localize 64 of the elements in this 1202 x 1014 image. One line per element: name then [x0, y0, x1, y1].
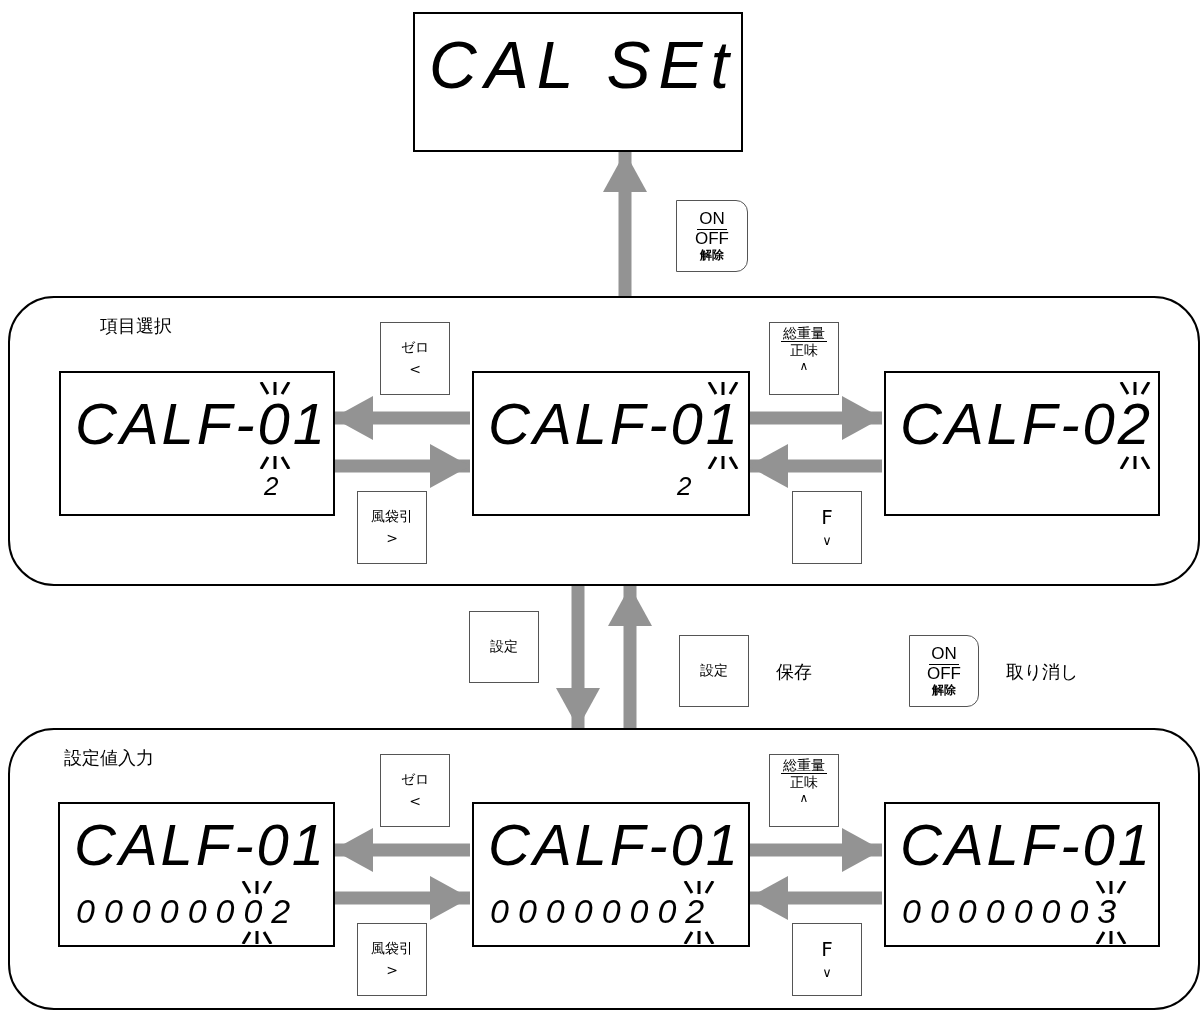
keypad-key — [380, 754, 450, 827]
beside-text: 取り消し — [1006, 660, 1078, 684]
display-subtext: 2 — [676, 473, 692, 499]
keypad-key — [792, 923, 862, 996]
display-text: CALF-02 — [900, 395, 1154, 453]
lcd-display — [472, 802, 750, 947]
display-value: 00000002 — [490, 894, 714, 928]
key-label: ゼロ — [401, 772, 429, 788]
key-label: ゼロ — [401, 340, 429, 356]
key-label: ∨ — [822, 534, 832, 549]
panel-heading: 設定値入力 — [64, 746, 154, 770]
key-label: 総重量 — [781, 758, 827, 775]
key-label: 正味 — [790, 775, 818, 791]
key-label: 総重量 — [781, 326, 827, 343]
key-label: 解除 — [932, 683, 956, 697]
lcd-display — [472, 371, 750, 516]
key-label: F — [821, 938, 833, 961]
display-subtext: 2 — [263, 473, 279, 499]
key-label: > — [386, 530, 398, 546]
keypad-key — [676, 200, 748, 272]
key-label: 風袋引 — [371, 941, 413, 957]
display-value: 00000003 — [902, 894, 1126, 928]
key-label: OFF — [695, 229, 729, 249]
lcd-display — [59, 371, 335, 516]
keypad-key — [792, 491, 862, 564]
key-label: 正味 — [790, 343, 818, 359]
keypad-key — [769, 322, 839, 395]
key-label: ∧ — [799, 359, 809, 373]
display-text: CALF-01 — [488, 395, 742, 453]
display-text: CALF-01 — [74, 816, 328, 874]
key-label: ∨ — [822, 966, 832, 981]
lcd-display — [884, 371, 1160, 516]
key-label: ON — [697, 210, 727, 230]
key-label: ON — [929, 645, 959, 665]
mode-panel — [8, 296, 1200, 586]
keypad-key — [380, 322, 450, 395]
beside-text: 保存 — [776, 660, 812, 684]
key-label: F — [821, 506, 833, 529]
key-label: OFF — [927, 664, 961, 684]
keypad-key — [357, 491, 427, 564]
key-label: > — [386, 962, 398, 978]
key-label: < — [409, 793, 421, 809]
lcd-display — [58, 802, 335, 947]
keypad-key — [357, 923, 427, 996]
display-value: 00000002 — [76, 894, 300, 928]
keypad-key — [769, 754, 839, 827]
arrow — [608, 586, 652, 728]
display-text: CALF-01 — [75, 395, 329, 453]
key-label: ∧ — [799, 791, 809, 805]
mode-panel — [8, 728, 1200, 1010]
key-label: 設定 — [700, 663, 728, 679]
display-text: CALF-01 — [488, 816, 742, 874]
keypad-key — [469, 611, 539, 683]
lcd-display — [413, 12, 743, 152]
key-label: < — [409, 361, 421, 377]
lcd-display — [884, 802, 1160, 947]
key-label: 解除 — [700, 248, 724, 262]
panel-heading: 項目選択 — [100, 314, 172, 338]
arrow — [603, 152, 647, 296]
key-label: 風袋引 — [371, 509, 413, 525]
arrow — [556, 586, 600, 728]
key-label: 設定 — [490, 639, 518, 655]
display-text: CALF-01 — [900, 816, 1154, 874]
display-text: CAL SEt — [429, 32, 737, 98]
